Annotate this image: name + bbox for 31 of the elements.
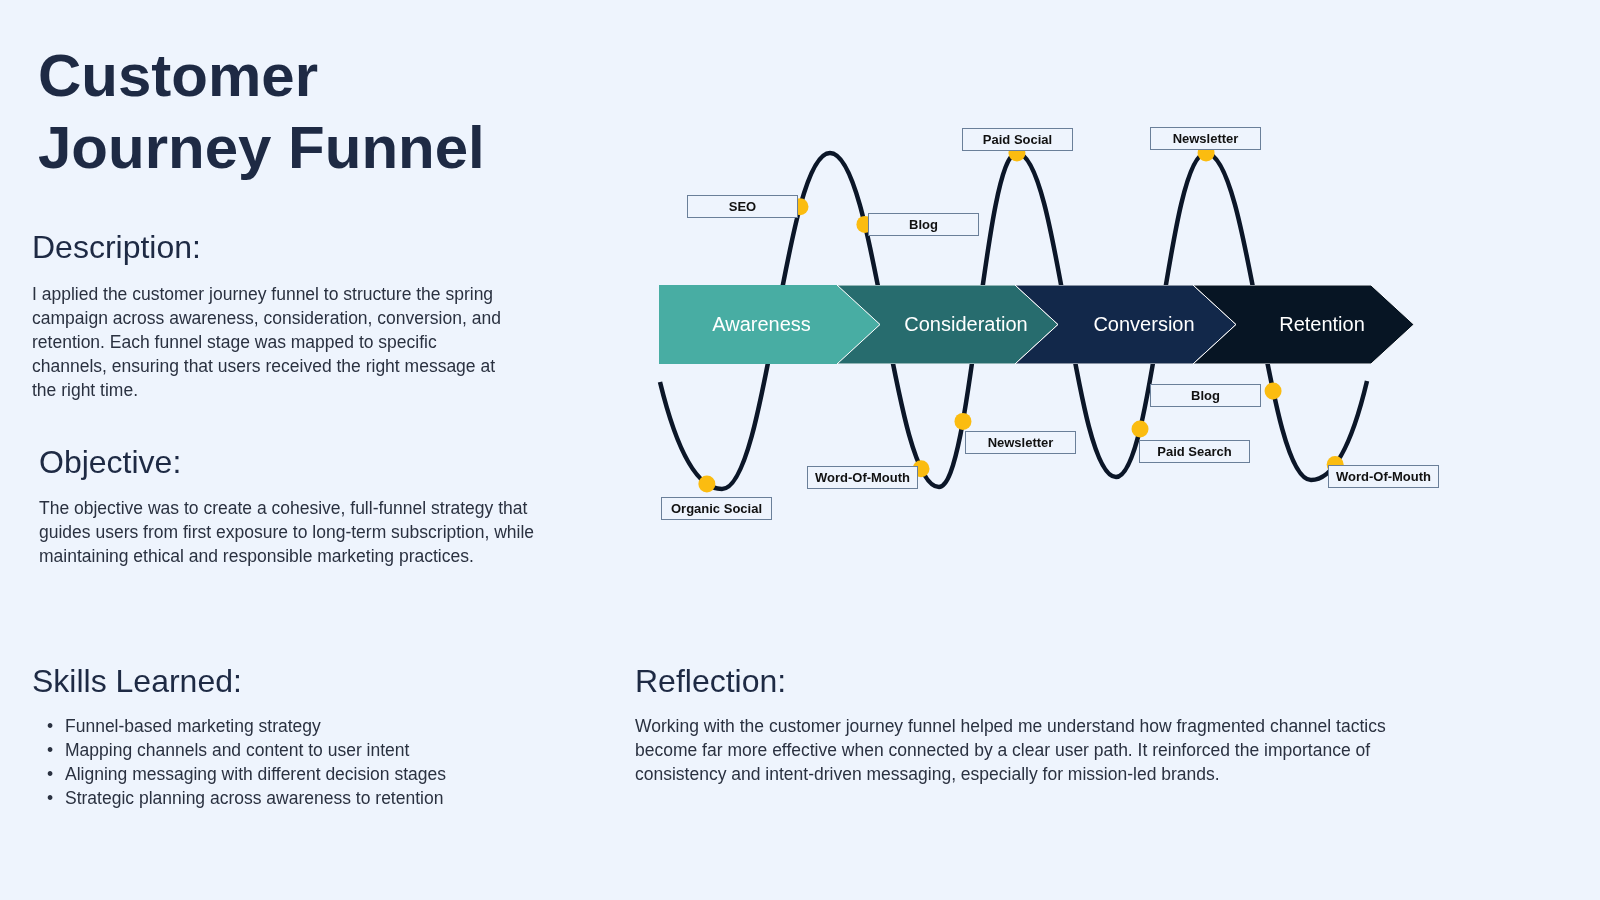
channel-label: Word-Of-Mouth (807, 466, 918, 489)
paragraph: I applied the customer journey funnel to structure the spring campaign across awareness, consideration, conversion, and retention. Each funnel stage was mapped to specific channels, ensuring that users received the right message at the right time. (32, 283, 502, 402)
section-heading: Skills Learned: (32, 662, 242, 700)
channel-label: SEO (687, 195, 798, 218)
bullet-item: Strategic planning across awareness to retention (65, 787, 445, 810)
bullet-item: Aligning messaging with different decision stages (65, 763, 447, 786)
page-title: Customer Journey Funnel (38, 41, 486, 183)
bullet-item: Funnel-based marketing strategy (65, 715, 322, 738)
funnel-stage-band (837, 285, 1058, 364)
channel-label: Blog (1150, 384, 1261, 407)
section-heading: Objective: (39, 443, 182, 481)
bullet-item: Mapping channels and content to user intent (65, 739, 411, 762)
section-heading: Reflection: (635, 662, 787, 700)
bullet-marker: • (47, 763, 54, 786)
stage-label: Conversion (1092, 312, 1196, 337)
section-heading: Description: (32, 228, 201, 266)
channel-label: Blog (868, 213, 979, 236)
paragraph: The objective was to create a cohesive, full-funnel strategy that guides users from first exposure to long-term subscription, while maintaining ethical and responsible marketing practices. (39, 497, 536, 568)
funnel-stage-band (1193, 285, 1414, 364)
bullet-marker: • (47, 715, 54, 738)
bullet-marker: • (47, 739, 54, 762)
stage-label: Retention (1278, 312, 1366, 337)
channel-label: Newsletter (1150, 127, 1261, 150)
stage-label: Consideration (903, 312, 1029, 337)
paragraph: Working with the customer journey funnel helped me understand how fragmented channel tactics become far more effective when connected by a clear user path. It reinforced the importance of consistency and intent-driven messaging, especially for mission-led brands. (635, 715, 1387, 786)
channel-label: Paid Social (962, 128, 1073, 151)
channel-label: Word-Of-Mouth (1328, 465, 1439, 488)
channel-label: Organic Social (661, 497, 772, 520)
bullet-marker: • (47, 787, 54, 810)
channel-label: Newsletter (965, 431, 1076, 454)
channel-label: Paid Search (1139, 440, 1250, 463)
